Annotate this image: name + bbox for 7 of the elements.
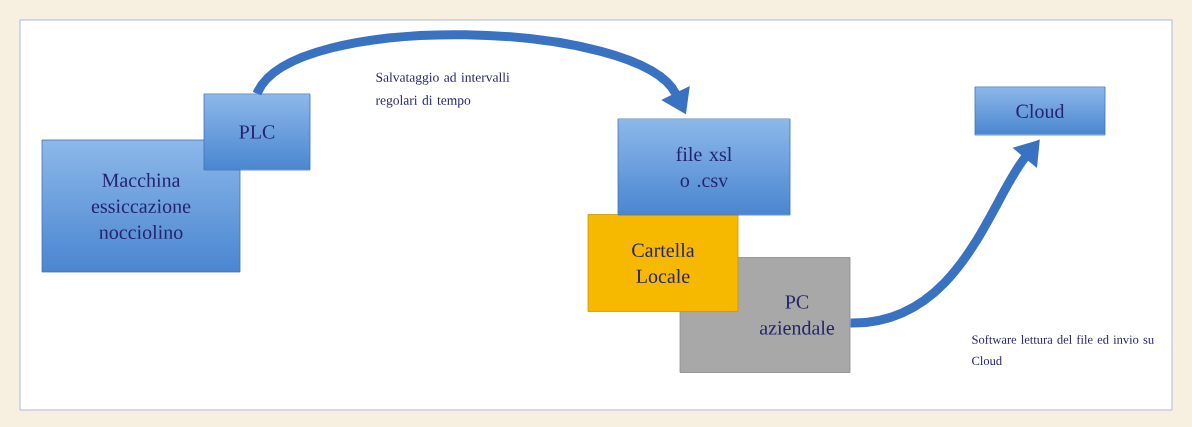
process-box: Cloud — [974, 86, 1106, 136]
process-box: Macchina essiccazione nocciolino — [41, 139, 241, 273]
process-box: file xsl o .csv — [617, 118, 791, 216]
folder-box: Cartella Locale — [587, 214, 739, 312]
process-box: PLC — [203, 93, 311, 171]
edge-label: Software lettura del file ed invio su Cloud — [972, 334, 1154, 366]
edge-label: Salvataggio ad intervalli regolari di tempo — [375, 72, 510, 108]
